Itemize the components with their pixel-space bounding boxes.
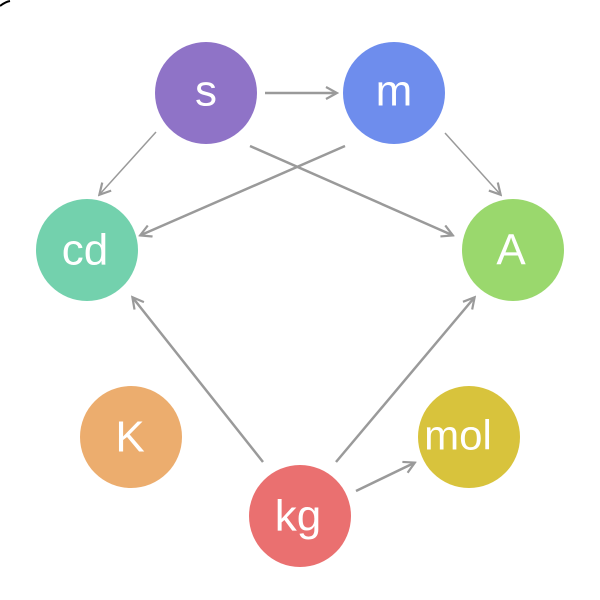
node-m[interactable]: m (343, 42, 445, 144)
edge-kg-to-cd (133, 298, 264, 463)
node-m-label: m (376, 67, 413, 116)
node-m-circle (343, 42, 445, 144)
corner-mark (0, 0, 11, 7)
node-mol-circle (418, 386, 520, 488)
node-cd-label: cd (62, 226, 108, 275)
edge-s-to-A (249, 144, 452, 235)
node-s[interactable]: s (155, 42, 257, 144)
edge-kg-to-mol (355, 463, 414, 493)
node-cd[interactable]: cd (36, 199, 138, 301)
node-A-label: A (496, 226, 526, 275)
node-K[interactable]: K (80, 386, 182, 488)
node-A-circle (462, 199, 564, 301)
edge-kg-to-A (335, 298, 474, 463)
node-kg-label: kg (275, 492, 321, 541)
node-kg[interactable]: kg (249, 465, 351, 567)
node-mol-label: mol (424, 412, 492, 459)
edge-m-to-A (444, 132, 500, 194)
node-K-label: K (115, 413, 144, 462)
edges (100, 93, 500, 493)
node-A[interactable]: A (462, 199, 564, 301)
node-s-circle (155, 42, 257, 144)
node-kg-circle (249, 465, 351, 567)
node-K-circle (80, 386, 182, 488)
edge-s-to-cd (100, 131, 157, 194)
node-cd-circle (36, 199, 138, 301)
node-s-label: s (195, 67, 217, 116)
edge-m-to-cd (141, 144, 346, 235)
node-mol[interactable]: mol (418, 386, 520, 488)
